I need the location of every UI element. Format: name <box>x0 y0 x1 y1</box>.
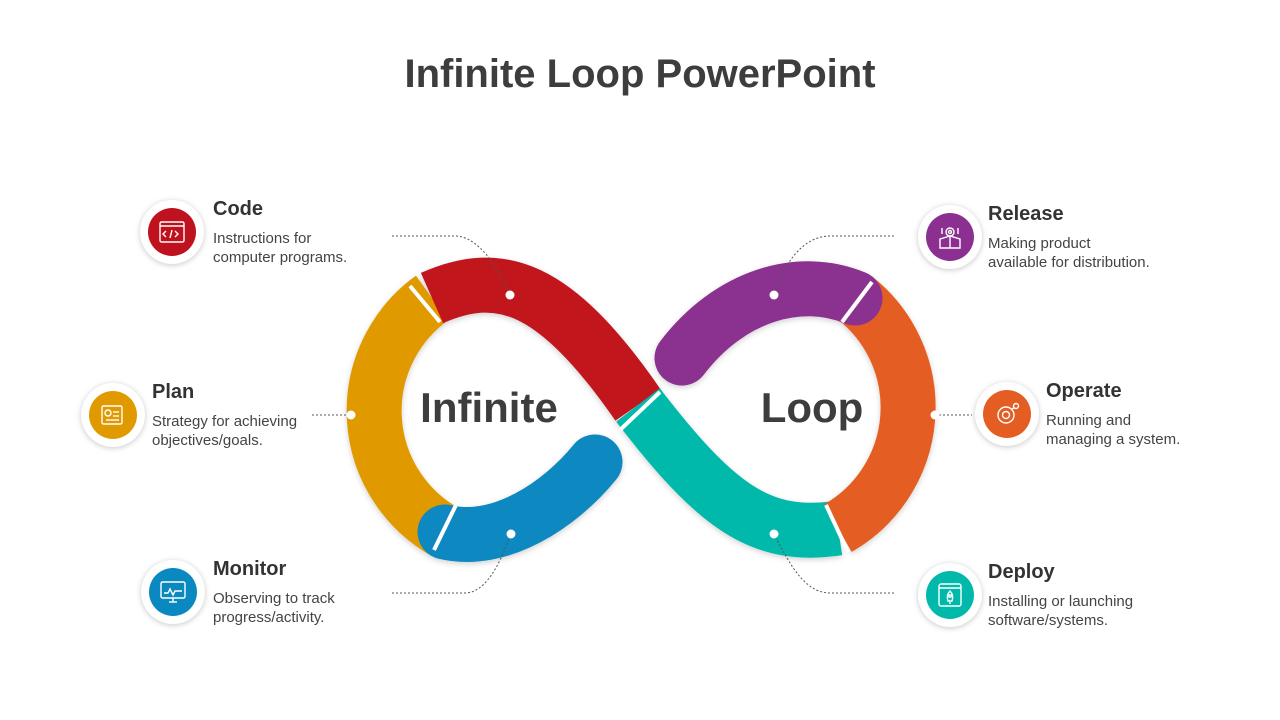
center-word-infinite: Infinite <box>420 384 558 431</box>
rocket-icon <box>926 571 974 619</box>
loop-segment-operate <box>823 276 936 552</box>
release-title: Release <box>988 203 1064 225</box>
code-badge <box>140 200 204 264</box>
monitor-screen-icon <box>149 568 197 616</box>
loop-segment-deploy <box>616 388 843 558</box>
plan-board-icon <box>89 391 137 439</box>
plan-title: Plan <box>152 381 195 403</box>
gears-icon <box>983 390 1031 438</box>
monitor-badge <box>141 560 205 624</box>
dot-operate <box>930 410 940 420</box>
deploy-title: Deploy <box>988 561 1055 583</box>
code-window-icon <box>148 208 196 256</box>
code-title: Code <box>213 198 263 220</box>
loop-segment-code <box>420 257 661 421</box>
dot-deploy <box>769 529 779 539</box>
center-word-loop: Loop <box>760 384 864 431</box>
page-title: Infinite Loop PowerPoint <box>404 52 876 96</box>
operate-title: Operate <box>1046 380 1122 402</box>
monitor-title: Monitor <box>213 558 287 580</box>
dot-code <box>505 290 515 300</box>
loop-segment-plan <box>346 275 460 556</box>
connector-code <box>392 235 511 296</box>
dot-plan <box>346 410 356 420</box>
gear-box-icon <box>926 213 974 261</box>
connector-deploy <box>773 533 894 594</box>
connector-release <box>773 235 894 296</box>
loop-segment-release <box>654 261 883 386</box>
operate-badge <box>975 382 1039 446</box>
deploy-badge <box>918 563 982 627</box>
release-badge <box>918 205 982 269</box>
loop-segment-monitor <box>417 434 623 562</box>
dot-release <box>769 290 779 300</box>
plan-badge <box>81 383 145 447</box>
connector-monitor <box>392 532 512 594</box>
dot-monitor <box>506 529 516 539</box>
